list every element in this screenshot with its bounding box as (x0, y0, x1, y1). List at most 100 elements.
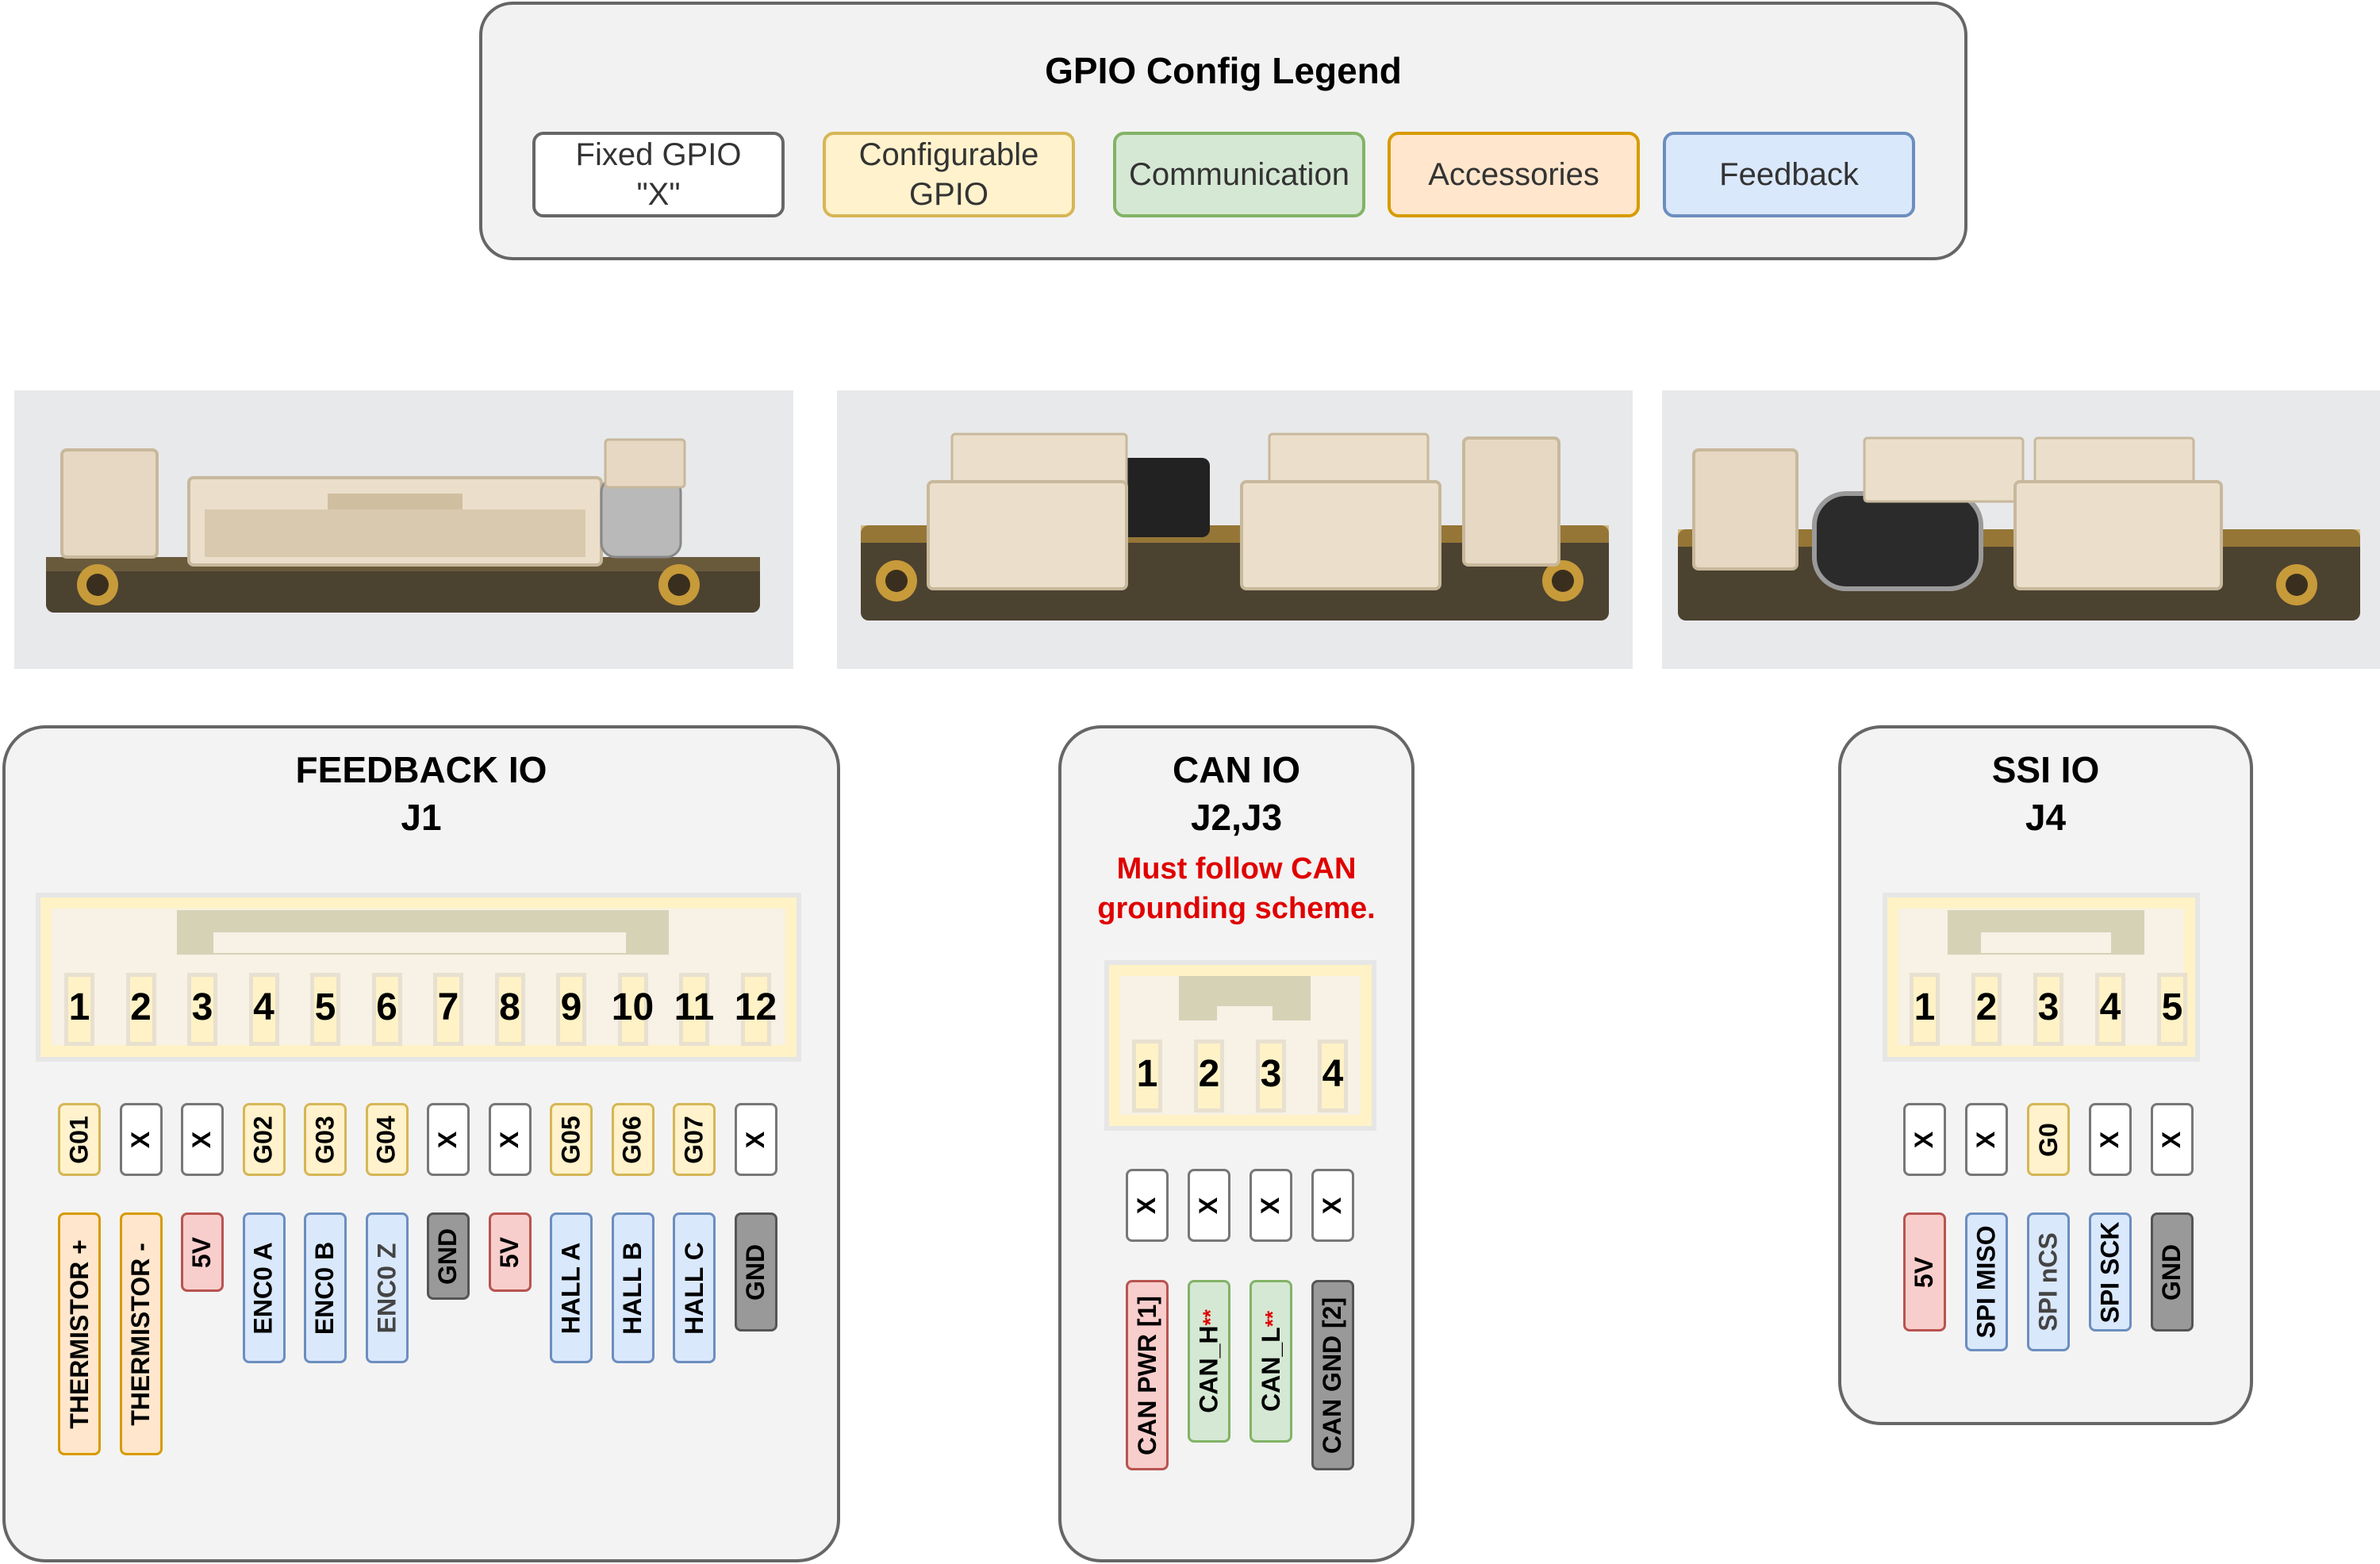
board-photo-ssi-side (1662, 390, 2380, 669)
configurable-gpio-chip: G07 (673, 1103, 716, 1176)
can-io-title: CAN IO (1173, 749, 1300, 790)
pin-slot (1318, 1039, 1348, 1112)
pin-number: 11 (674, 986, 715, 1028)
pin-function-chip: SPI nCS (2027, 1212, 2070, 1351)
configurable-gpio-chip: G02 (242, 1103, 286, 1176)
pin-number: 9 (560, 986, 582, 1028)
pin-slot (1132, 1039, 1162, 1112)
pin-slot (2095, 973, 2125, 1046)
pin-function-chip: GND (734, 1212, 777, 1332)
pin-slot (371, 973, 402, 1046)
pin-number: 4 (1322, 1053, 1344, 1095)
pin-function-chip: CAN GND [2] (1311, 1280, 1354, 1470)
pin-function-chip: SPI MISO (1965, 1212, 2008, 1351)
pin-slot (556, 973, 586, 1046)
pin-number: 5 (314, 986, 336, 1028)
fixed-gpio-chip: X (1311, 1169, 1354, 1242)
configurable-gpio-chip: G06 (611, 1103, 654, 1176)
fixed-gpio-chip: X (1250, 1169, 1292, 1242)
legend-fixed-gpio: Fixed GPIO"X" (532, 132, 785, 217)
fixed-gpio-chip: X (2089, 1103, 2132, 1176)
can-io-panel: CAN IO J2,J3 Must follow CAN grounding s… (1058, 725, 1415, 1562)
configurable-gpio-chip: G0 (2027, 1103, 2070, 1176)
fixed-gpio-chip: X (488, 1103, 532, 1176)
pin-number: 3 (191, 986, 213, 1028)
pin-function-chip: 5V (488, 1212, 532, 1292)
pin-number: 10 (611, 986, 654, 1028)
pin-function-chip: 5V (181, 1212, 224, 1292)
pin-function-chip: 5V (1903, 1212, 1946, 1332)
pin-number: 4 (253, 986, 274, 1028)
can-grounding-warning-line1: Must follow CAN (1116, 852, 1357, 886)
pin-slot (679, 973, 709, 1046)
pin-slot (1971, 973, 2002, 1046)
pin-number: 4 (2099, 986, 2121, 1028)
ssi-io-title: SSI IO (1991, 749, 2100, 790)
pin-slot (2157, 973, 2187, 1046)
feedback-io-title: FEEDBACK IO (295, 749, 547, 790)
fixed-gpio-chip: X (1188, 1169, 1230, 1242)
pin-function-chip: ENC0 A (242, 1212, 286, 1363)
pin-slot (494, 973, 525, 1046)
pin-number: 12 (734, 986, 777, 1028)
pin-function-chip: HALL A (550, 1212, 593, 1363)
pin-slot (310, 973, 340, 1046)
pin-number: 2 (130, 986, 152, 1028)
pin-number: 1 (1914, 986, 1936, 1028)
legend-feedback: Feedback (1663, 132, 1915, 217)
pin-slot (187, 973, 217, 1046)
pin-number: 1 (1136, 1053, 1158, 1095)
pin-slot (617, 973, 648, 1046)
pin-number: 5 (2161, 986, 2183, 1028)
pin-slot (125, 973, 156, 1046)
asterisk-note: ** (1260, 1311, 1284, 1328)
pin-function-chip: THERMISTOR + (58, 1212, 101, 1455)
feedback-io-connector-id: J1 (401, 797, 442, 838)
fixed-gpio-chip: X (734, 1103, 777, 1176)
asterisk-note: ** (1198, 1309, 1223, 1326)
configurable-gpio-chip: G05 (550, 1103, 593, 1176)
pin-slot (1194, 1039, 1224, 1112)
legend-box: GPIO Config Legend Fixed GPIO"X" Configu… (479, 2, 1967, 260)
pin-number: 6 (376, 986, 397, 1028)
configurable-gpio-chip: G03 (304, 1103, 347, 1176)
pin-number: 2 (1975, 986, 1998, 1028)
pin-number: 3 (1260, 1053, 1282, 1095)
pin-function-chip: GND (2151, 1212, 2194, 1332)
pin-function-chip: ENC0 B (304, 1212, 347, 1363)
fixed-gpio-chip: X (1126, 1169, 1169, 1242)
legend-communication: Communication (1113, 132, 1365, 217)
legend-title: GPIO Config Legend (1045, 50, 1402, 91)
configurable-gpio-chip: G04 (365, 1103, 409, 1176)
pin-function-chip: THERMISTOR - (119, 1212, 163, 1455)
fixed-gpio-chip: X (119, 1103, 163, 1176)
fixed-gpio-chip: X (1965, 1103, 2008, 1176)
pin-function-chip: SPI SCK (2089, 1212, 2132, 1332)
pin-function-chip: HALL B (611, 1212, 654, 1363)
pin-function-chip: CAN_L ** (1250, 1280, 1292, 1443)
pin-function-chip: CAN_H ** (1188, 1280, 1230, 1443)
configurable-gpio-chip: G01 (58, 1103, 101, 1176)
board-photo-can-side (837, 390, 1633, 669)
fixed-gpio-chip: X (1903, 1103, 1946, 1176)
pin-slot (248, 973, 279, 1046)
pin-slot (2033, 973, 2063, 1046)
legend-accessories: Accessories (1388, 132, 1640, 217)
pin-slot (1910, 973, 1940, 1046)
can-io-connector-id: J2,J3 (1190, 797, 1283, 838)
fixed-gpio-chip: X (427, 1103, 470, 1176)
pin-function-chip: GND (427, 1212, 470, 1300)
pin-number: 3 (2037, 986, 2059, 1028)
j1-connector-diagram (36, 893, 801, 1062)
fixed-gpio-chip: X (2151, 1103, 2194, 1176)
pin-slot (1256, 1039, 1286, 1112)
board-photo-feedback-side (14, 390, 793, 669)
can-grounding-warning-line2: grounding scheme. (1097, 892, 1376, 925)
pin-slot (64, 973, 94, 1046)
pin-function-chip: CAN PWR [1] (1126, 1280, 1169, 1470)
pin-function-chip: HALL C (673, 1212, 716, 1363)
pin-number: 2 (1198, 1053, 1220, 1095)
